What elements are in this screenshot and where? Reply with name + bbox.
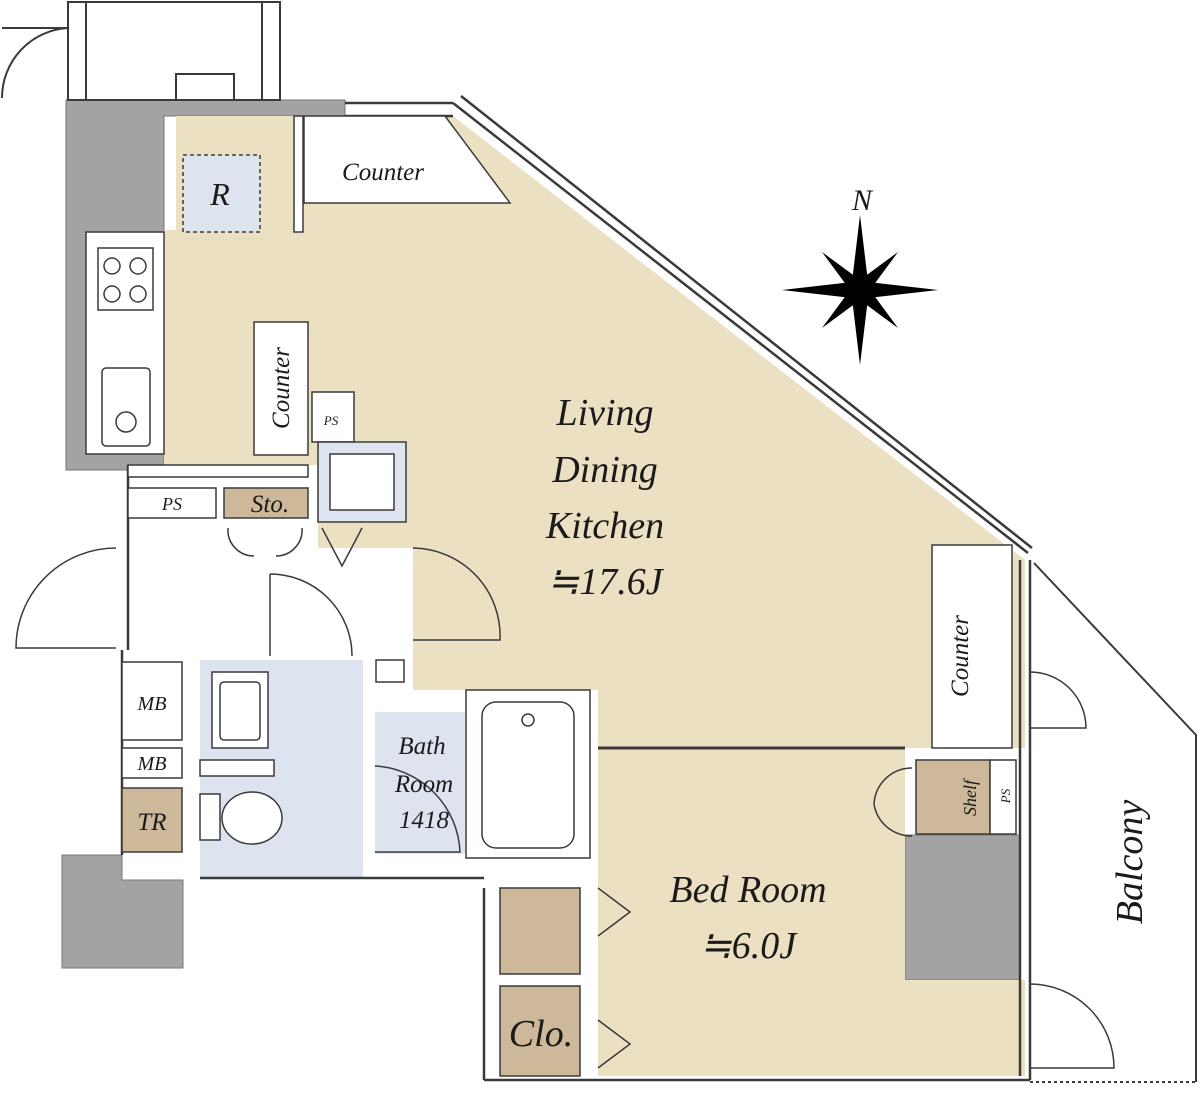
bath-floor — [375, 712, 465, 854]
doors — [15, 527, 1115, 1069]
counter-right-block — [931, 544, 1013, 749]
bath-line1: Bath — [398, 733, 445, 760]
bedroom-column — [904, 834, 1021, 981]
storage-label: Sto. — [251, 491, 289, 518]
ldk-line3: Kitchen — [545, 505, 664, 547]
utility-blocks — [127, 391, 407, 523]
bedroom-name: Bed Room — [669, 869, 826, 911]
bedroom-area: ≒6.0J — [700, 925, 798, 967]
divider-stub — [293, 115, 304, 233]
counter-right-label: Counter — [947, 615, 974, 697]
counter-top-block — [303, 115, 512, 204]
entrance-alcove — [0, 1, 281, 101]
balcony-label: Balcony — [1109, 800, 1151, 925]
shelf-label: Shelf — [960, 777, 980, 816]
ldk-line1: Living — [555, 392, 653, 434]
bathtub — [465, 689, 591, 859]
lower-left-wall — [61, 854, 184, 969]
ldk-floor — [176, 116, 1025, 748]
ps-right-label: PS — [998, 788, 1013, 804]
washroom-fixtures — [199, 659, 405, 845]
left-storage — [121, 661, 183, 853]
bedroom-floor-right — [905, 980, 1025, 1076]
closets — [499, 759, 1017, 1077]
counter-kitchen-block — [253, 321, 309, 456]
refrigerator-label: R — [209, 176, 230, 212]
counter-kitchen-label: Counter — [268, 347, 295, 429]
counter-top-label: Counter — [342, 159, 424, 186]
closet-label: Clo. — [509, 1013, 573, 1055]
floors — [164, 116, 1025, 1076]
trunk-room-label: TR — [137, 809, 166, 836]
compass-rose — [782, 215, 938, 365]
ps-left-label: PS — [161, 494, 182, 514]
bedroom-floor — [598, 748, 905, 1076]
bath-line3: 1418 — [399, 807, 450, 834]
ldk-area: ≒17.6J — [547, 561, 664, 603]
kitchen-counter — [85, 231, 165, 455]
bath-line2: Room — [394, 771, 453, 798]
ps-top-label: PS — [323, 413, 339, 428]
balcony-outline — [1030, 562, 1197, 1083]
ldk-line2: Dining — [551, 449, 658, 491]
compass-north-label: N — [851, 184, 874, 217]
kitchen-strip — [164, 230, 254, 465]
mb-2-label: MB — [137, 753, 167, 775]
mb-1-label: MB — [137, 693, 167, 715]
refrigerator-space — [182, 154, 261, 233]
